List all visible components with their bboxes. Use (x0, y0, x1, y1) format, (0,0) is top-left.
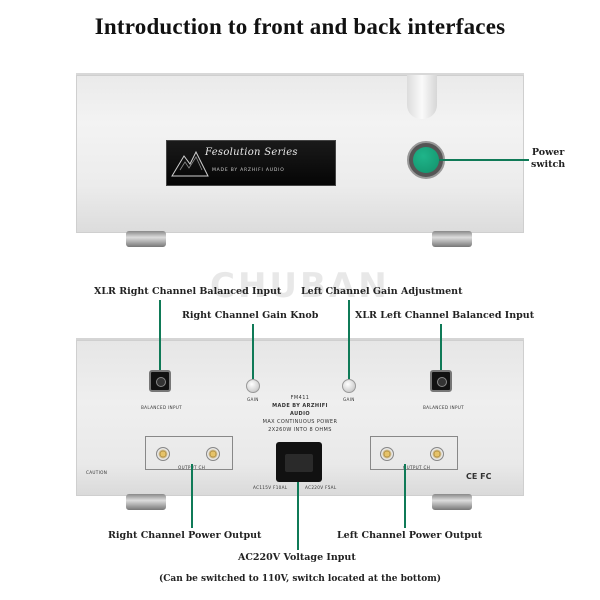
left-gain-leader (348, 300, 350, 379)
cert-marks: CE FC (466, 472, 492, 481)
xlr-left-leader (440, 324, 442, 370)
output-ch-left: OUTPUT CH (403, 465, 431, 470)
power-line2: 2X260W INTO 8 OHMS (268, 427, 332, 433)
right-gain-leader (252, 324, 254, 379)
xlr-left-input[interactable] (430, 370, 452, 392)
power-switch[interactable] (413, 147, 439, 173)
ac-input-label: AC220V Voltage Input (238, 552, 356, 563)
balanced-input-label-right: BALANCED INPUT (141, 405, 183, 410)
left-output-box (370, 436, 458, 470)
ac-input-leader (297, 482, 299, 550)
nameplate-series: Fesolution Series (205, 147, 298, 158)
right-power-out-label: Right Channel Power Output (108, 530, 262, 541)
xlr-right-input[interactable] (149, 370, 171, 392)
mountain-logo-icon (171, 150, 209, 177)
left-output-post-pos[interactable] (430, 447, 444, 461)
xlr-left-label: XLR Left Channel Balanced Input (355, 310, 535, 321)
front-handle (407, 75, 437, 119)
gain-label-left: GAIN (343, 397, 355, 402)
balanced-input-label-left: BALANCED INPUT (423, 405, 465, 410)
back-foot-right (432, 494, 472, 510)
maker-text: MADE BY ARZHIFI AUDIO (272, 403, 328, 417)
left-output-post-neg[interactable] (380, 447, 394, 461)
page-title: Introduction to front and back interface… (94, 14, 506, 39)
back-foot-left (126, 494, 166, 510)
model-text: FM411 (290, 395, 310, 401)
watermark: CHUBAN (210, 266, 390, 306)
caution-label: CAUTION (86, 470, 108, 475)
ac-220-label: AC220V F5AL (305, 485, 337, 490)
right-output-post-pos[interactable] (206, 447, 220, 461)
right-power-out-leader (191, 464, 193, 528)
xlr-right-leader (159, 300, 161, 370)
left-power-out-label: Left Channel Power Output (337, 530, 483, 541)
power-switch-label: Power switch (531, 147, 565, 171)
right-output-box (145, 436, 233, 470)
front-foot-right (432, 231, 472, 247)
right-gain-label: Right Channel Gain Knob (182, 310, 319, 321)
power-label-line1: Power (531, 147, 565, 158)
power-line1: MAX CONTINUOUS POWER (262, 419, 338, 425)
nameplate-maker: MADE BY ARZHIFI AUDIO (212, 168, 285, 173)
right-output-post-neg[interactable] (156, 447, 170, 461)
gain-label-right: GAIN (247, 397, 259, 402)
ac-115-label: AC115V F10AL (253, 485, 288, 490)
left-power-out-leader (404, 464, 406, 528)
power-label-line2: switch (531, 159, 566, 170)
front-nameplate (166, 140, 336, 186)
voltage-note: (Can be switched to 110V, switch located… (158, 574, 442, 584)
ac-power-inlet[interactable] (276, 442, 322, 482)
power-switch-leader (439, 159, 529, 161)
right-gain-knob[interactable] (246, 379, 260, 393)
xlr-right-label: XLR Right Channel Balanced Input (94, 286, 282, 297)
left-gain-label: Left Channel Gain Adjustment (301, 286, 463, 297)
left-gain-knob[interactable] (342, 379, 356, 393)
back-info: FM411 MADE BY ARZHIFI AUDIO MAX CONTINUO… (262, 394, 338, 434)
front-foot-left (126, 231, 166, 247)
